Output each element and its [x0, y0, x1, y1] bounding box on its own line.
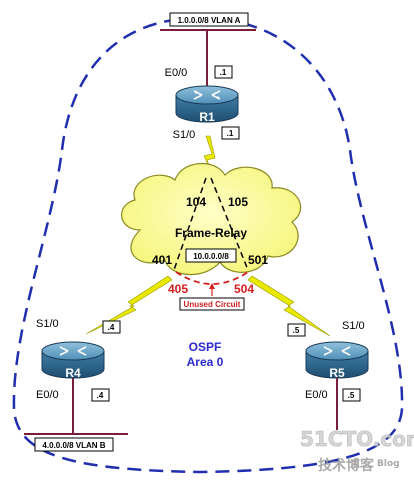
- router-r4-name: R4: [65, 366, 81, 380]
- dlci-105: 105: [228, 195, 248, 209]
- r4-s1-ip-box: [102, 320, 121, 334]
- r5-e0-ip-box: [342, 388, 361, 402]
- router-r1: R1: [175, 85, 239, 124]
- r1-s1-ip-box: [221, 126, 240, 140]
- dlci-501: 501: [248, 253, 268, 267]
- r5-s1-ip: .5: [293, 326, 300, 335]
- pvc-r1-r5: [210, 177, 249, 271]
- r4-s1-ip: .4: [108, 323, 115, 332]
- dlci-104: 104: [186, 195, 206, 209]
- unused-circuit-box: [179, 297, 245, 311]
- frame-relay-cloud: [121, 162, 302, 276]
- router-r5: R5: [305, 341, 369, 380]
- router-r4: R4: [41, 341, 105, 380]
- r4-e0-label: E0/0: [36, 389, 59, 401]
- r5-s1-ip-box: [287, 323, 306, 337]
- lan-b-label-box: [34, 437, 114, 452]
- unused-circuit-label: Unused Circuit: [184, 300, 241, 309]
- ospf-area-boundary: [12, 16, 404, 474]
- dlci-405: 405: [168, 282, 188, 296]
- lan-a-label-box: [169, 12, 249, 27]
- router-r5-name: R5: [329, 366, 345, 380]
- serial-link-r5: [247, 275, 331, 337]
- r5-s1-label: S1/0: [342, 320, 365, 332]
- frame-relay-label: Frame-Relay: [175, 226, 247, 240]
- lan-b-label: 4.0.0.0/8 VLAN B: [42, 441, 105, 450]
- r1-s1-label: S1/0: [173, 129, 196, 141]
- r4-e0-ip: .4: [97, 391, 104, 400]
- r1-e0-ip-box: [214, 65, 233, 79]
- watermark-site: 51CTO.com: [300, 427, 414, 451]
- lan-a-label: 1.0.0.0/8 VLAN A: [178, 16, 241, 25]
- r4-s1-label: S1/0: [36, 318, 59, 330]
- r1-e0-ip: .1: [220, 68, 227, 77]
- serial-link-r4: [85, 275, 173, 335]
- fr-network-box: [185, 248, 237, 263]
- r5-e0-ip: .5: [348, 391, 355, 400]
- fr-network: 10.0.0.0/8: [193, 252, 229, 261]
- ospf-label: OSPF: [189, 340, 222, 354]
- r1-e0-label: E0/0: [165, 67, 188, 79]
- pvc-r1-r4: [173, 177, 207, 271]
- ospf-area-label: Area 0: [187, 355, 224, 369]
- watermark-blog-cn: 技术博客: [318, 457, 375, 474]
- unused-circuit-arrowhead: [209, 283, 215, 289]
- dlci-504: 504: [234, 282, 254, 296]
- dlci-401: 401: [152, 253, 172, 267]
- watermark: 51CTO.com 技术博客 Blog: [300, 427, 414, 474]
- r1-s1-ip: .1: [227, 129, 234, 138]
- router-r1-name: R1: [199, 110, 215, 124]
- watermark-blog-en: Blog: [377, 459, 400, 469]
- r5-e0-label: E0/0: [305, 389, 328, 401]
- r4-e0-ip-box: [91, 388, 110, 402]
